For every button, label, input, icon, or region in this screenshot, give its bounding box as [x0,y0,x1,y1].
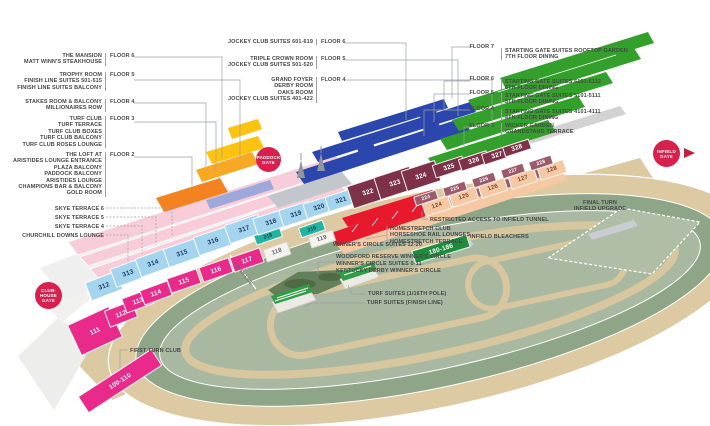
label-champions-bar: CHAMPIONS BAR & BALCONY [18,184,102,191]
paddock-gate-line2: GATE [262,159,275,165]
label-grand-foyer: GRAND FOYER [271,77,313,83]
label-sgs-6101: STARTING GATE SUITES 6101-6112 [505,79,602,85]
clubhouse-gate-line1: CLUB- [41,288,56,293]
label-restricted-access: RESTRICTED ACCESS TO INFIELD TUNNEL [430,217,549,223]
label-final-turn-upgrade: FINAL TURN INFIELD UPGRADE [574,200,626,212]
floor-tag-3-left: FLOOR 3 [110,116,135,122]
infield-gate-marker[interactable]: INFIELD GATE [653,140,680,167]
label-5th-dining: 5TH FLOOR DINING [505,99,559,106]
label-derby-room: DERBY ROOM [274,83,313,90]
label-6th-dining: 6TH FLOOR DINING [505,85,559,92]
infield-gate-arrow-icon [684,148,695,158]
label-sgs-4101: STARTING GATE SUITES 4101-4111 [505,109,601,115]
label-group-floor5-right: STARTING GATE SUITES 5101-5111 5TH FLOOR… [501,93,601,106]
floor-tag-4-right: FLOOR 4 [469,106,494,112]
label-stakes-room: STAKES ROOM & BALCONY [25,99,102,105]
label-homestretch-terrace: HOMESTRETCH TERRACE [390,238,463,245]
label-aristides-entrance: ARISTIDES LOUNGE ENTRANCE [13,158,102,165]
label-group-floor5-left: TROPHY ROOM FINISH LINE SUITES 501-515 F… [17,72,106,92]
floor-tag-4-center: FLOOR 4 [321,77,346,83]
label-skye-terrace-6: SKYE TERRACE 6 [54,206,104,212]
label-turf-club-roses: TURF CLUB ROSES LOUNGE [22,141,102,148]
label-loft-at: THE LOFT AT [65,152,102,158]
label-triple-crown-room: TRIPLE CROWN ROOM [250,56,313,62]
label-jockey-suites-501: JOCKEY CLUB SUITES 501-520 [227,62,313,69]
floor-tag-7-right: FLOOR 7 [469,44,494,50]
label-millionaires-row: MILLIONAIRES ROW [46,105,102,112]
label-skye-terrace-4: SKYE TERRACE 4 [54,224,104,230]
label-final-turn-line2: INFIELD UPGRADE [574,206,626,213]
label-jockey-suites-601: JOCKEY CLUB SUITES 601-619 [227,39,313,45]
label-finish-line-suites-balcony: FINISH LINE SUITES BALCONY [17,84,102,91]
label-grandstand-terrace: GRANDSTAND TERRACE [505,129,574,136]
label-group-floor7-right: STARTING GATE SUITES ROOFTOP GARDEN 7TH … [501,48,628,61]
label-group-floor4-left: STAKES ROOM & BALCONY MILLIONAIRES ROW [25,99,106,112]
clubhouse-gate-line3: GATE [42,298,55,303]
label-group-floor3-right: WICKER GARDEN GRANDSTAND TERRACE [501,123,574,136]
label-matt-winns: MATT WINN'S STEAKHOUSE [24,59,102,66]
label-group-floor3-left: TURF CLUB TURF TERRACE TURF CLUB BOXES T… [22,116,106,149]
clubhouse-gate-line2: HOUSE [39,293,57,298]
label-oaks-room: OAKS ROOM [277,89,313,96]
floor-tag-5-right: FLOOR 5 [469,90,494,96]
label-horseshoe-rail: HORSESHOE RAIL LOUNGES [390,232,471,239]
label-turf-club-boxes: TURF CLUB BOXES [48,128,102,135]
label-homestretch-group: HOMESTRETCH CLUB HORSESHOE RAIL LOUNGES … [390,226,470,245]
clubhouse-gate-marker[interactable]: CLUB- HOUSE GATE [35,282,62,309]
label-turf-terrace: TURF TERRACE [58,122,102,129]
floor-tag-2-left: FLOOR 2 [110,152,135,158]
infield-gate-line2: GATE [660,153,673,159]
label-homestretch-club: HOMESTRETCH CLUB [390,226,451,232]
infield-gate-line1: INFIELD [657,148,676,154]
floor-tag-5-left: FLOOR 5 [110,72,135,78]
label-jockey-suites-401: JOCKEY CLUB SUITES 401-422 [227,96,313,103]
label-4th-dining: 4TH FLOOR DINING [505,115,559,122]
label-group-floor2-left: THE LOFT AT ARISTIDES LOUNGE ENTRANCE PL… [13,152,106,197]
label-turf-suites-pole: TURF SUITES (1/16TH POLE) [368,291,447,297]
floor-tag-6-right: FLOOR 6 [469,76,494,82]
label-group-floor6-center: JOCKEY CLUB SUITES 601-619 [227,39,317,46]
label-plaza-balcony: PLAZA BALCONY [53,164,102,171]
label-paddock-balcony: PADDOCK BALCONY [44,171,102,178]
label-kentucky-derby-winners-circle: KENTUCKY DERBY WINNER'S CIRCLE [336,268,441,274]
label-group-floor6-left: THE MANSION MATT WINN'S STEAKHOUSE [24,53,106,66]
label-winners-suites-0-11: WINNER'S CIRCLE SUITES 0-11 [336,261,422,267]
label-group-floor5-center: TRIPLE CROWN ROOM JOCKEY CLUB SUITES 501… [228,56,317,69]
label-turf-club: TURF CLUB [69,116,102,122]
floor-tag-4-left: FLOOR 4 [110,99,135,105]
paddock-gate-line1: PADDOCK [256,154,281,160]
floor-tag-3-right: FLOOR 3 [469,123,494,129]
label-wicker-garden: WICKER GARDEN [505,123,554,129]
label-trophy-room: TROPHY ROOM [59,72,102,78]
label-aristides-lounge: ARISTIDES LOUNGE [46,177,102,184]
label-woodford-winners-circle: WOODFORD RESERVE WINNER'S CIRCLE [336,254,452,260]
label-group-floor6-right: STARTING GATE SUITES 6101-6112 6TH FLOOR… [501,79,602,92]
label-group-floor4-center: GRAND FOYER DERBY ROOM OAKS ROOM JOCKEY … [228,77,317,103]
floor-tag-6-center: FLOOR 6 [321,39,346,45]
label-first-turn-club: FIRST TURN CLUB [130,348,181,354]
label-sgs-rooftop: STARTING GATE SUITES ROOFTOP GARDEN [505,48,628,54]
label-the-mansion: THE MANSION [62,53,102,59]
label-turf-suites-finish: TURF SUITES (FINISH LINE) [367,300,443,306]
label-turf-club-balcony: TURF CLUB BALCONY [40,135,102,142]
label-winners-suites-12-20: WINNER'S CIRCLE SUITES 12-20 [333,242,423,248]
label-gold-room: GOLD ROOM [66,190,102,197]
floor-tag-6-left: FLOOR 6 [110,53,135,59]
label-7th-dining: 7TH FLOOR DINING [505,54,559,61]
floor-tag-5-center: FLOOR 5 [321,56,346,62]
label-sgs-5101: STARTING GATE SUITES 5101-5111 [505,93,601,99]
leader-lines [106,42,493,378]
label-group-floor4-right: STARTING GATE SUITES 4101-4111 4TH FLOOR… [501,109,601,122]
label-finish-line-suites: FINISH LINE SUITES 501-515 [24,78,102,85]
final-turn-upgrade-area[interactable] [546,207,702,275]
label-final-turn-line1: FINAL TURN [583,200,617,206]
label-infield-bleachers: INFIELD BLEACHERS [470,234,529,240]
label-churchill-downs-lounge: CHURCHILL DOWNS LOUNGE [22,233,104,239]
label-skye-terrace-5: SKYE TERRACE 5 [54,215,104,221]
paddock-gate-marker[interactable]: PADDOCK GATE [256,147,281,172]
